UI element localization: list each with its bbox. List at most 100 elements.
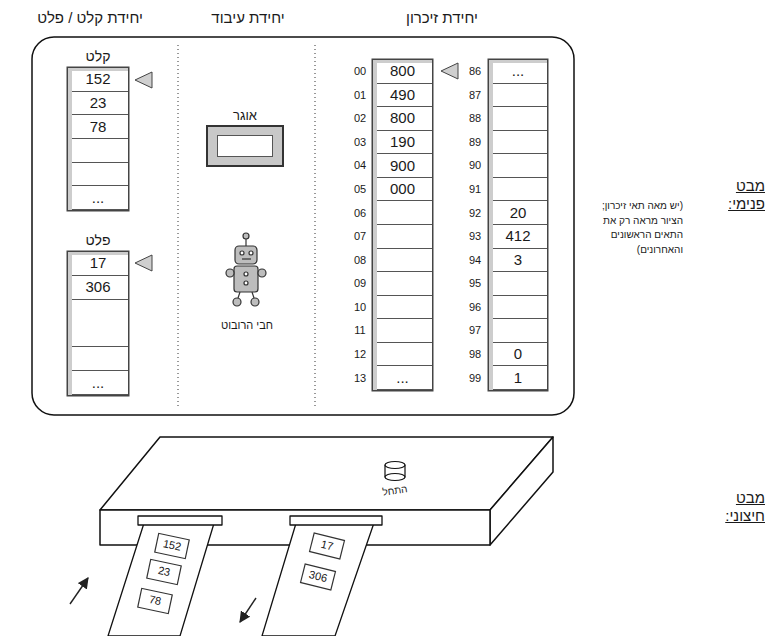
robot-figure — [226, 233, 266, 306]
memory-address: 08 — [348, 254, 372, 267]
cell-value: 1 — [514, 369, 522, 387]
cell-value: 152 — [85, 70, 110, 88]
robot-button — [244, 281, 248, 285]
memory-address: 00 — [348, 65, 372, 78]
memory-address: 93 — [463, 230, 487, 243]
memory-address: 05 — [348, 183, 372, 196]
machine-sketch — [100, 437, 553, 636]
robot-antenna — [245, 239, 246, 246]
cell-value: 152 — [162, 538, 183, 555]
robot-wheel — [251, 298, 259, 306]
memory-address: 99 — [463, 372, 487, 385]
cell-value: 306 — [307, 568, 328, 585]
memory-address: 92 — [463, 207, 487, 220]
cell-value: 20 — [510, 204, 527, 222]
cell-value: 900 — [390, 157, 415, 175]
unit-heading: קלט — [86, 48, 111, 65]
memory-address: 13 — [348, 372, 372, 385]
machine-top — [100, 437, 553, 510]
cell-value: 17 — [90, 254, 107, 272]
robot-mouth — [242, 258, 251, 259]
cell-value: 800 — [390, 109, 415, 127]
start-button-top — [385, 462, 405, 469]
pointer-triangle — [135, 255, 152, 271]
output-tape-column: פלט17306... — [68, 252, 128, 395]
cell-value: ... — [92, 189, 105, 207]
memory-address: 04 — [348, 159, 372, 172]
cell-value: 78 — [90, 118, 107, 136]
robot-arm — [258, 269, 266, 277]
cell-value: ... — [92, 374, 105, 392]
cell-value: ... — [396, 369, 409, 387]
memory-address: 89 — [463, 136, 487, 149]
memory-address: 88 — [463, 112, 487, 125]
pointer-triangle — [135, 72, 152, 88]
robot-body — [234, 266, 258, 292]
memory-address: 10 — [348, 301, 372, 314]
pointer-triangle — [441, 63, 458, 79]
machine-side — [490, 437, 553, 545]
memory-address: 12 — [348, 348, 372, 361]
cell-value: 3 — [514, 251, 522, 269]
cell-value: 412 — [505, 227, 530, 245]
register-box: אוגר — [208, 127, 282, 165]
output-arrow — [240, 598, 256, 622]
memory-address: 87 — [463, 89, 487, 102]
robot-button — [244, 272, 248, 276]
unit-title: יחידת עיבוד — [188, 9, 308, 27]
cell-value: 490 — [390, 86, 415, 104]
unit-heading: אוגר — [233, 108, 257, 124]
register-window — [217, 135, 273, 157]
memory-address: 95 — [463, 277, 487, 290]
cell-value: 23 — [90, 94, 107, 112]
output-tape — [262, 520, 375, 636]
robot-name: חבי הרובוט — [199, 319, 295, 332]
memory-address: 96 — [463, 301, 487, 314]
start-button-base — [385, 474, 405, 481]
robot-arm — [226, 269, 234, 277]
robot-head — [235, 246, 257, 264]
robot-eye — [240, 251, 244, 255]
memory-address: 01 — [348, 89, 372, 102]
tape-slot — [138, 516, 222, 525]
memory-address: 06 — [348, 207, 372, 220]
memory-address: 91 — [463, 183, 487, 196]
cell-value: 306 — [85, 278, 110, 296]
computer-panel — [32, 37, 574, 415]
memory-address: 09 — [348, 277, 372, 290]
memory-address: 90 — [463, 159, 487, 172]
memory-address: 03 — [348, 136, 372, 149]
memory-address: 98 — [463, 348, 487, 361]
cell-value: 78 — [148, 593, 163, 608]
robot-wheel — [233, 298, 241, 306]
memory-address: 11 — [348, 324, 372, 337]
view-title: מבט פנימי: — [711, 177, 765, 213]
memory-address: 86 — [463, 65, 487, 78]
cell-value: 190 — [390, 133, 415, 151]
feed-arrow — [70, 578, 88, 604]
memory-address: 07 — [348, 230, 372, 243]
unit-title: יחידת קלט / פלט — [10, 9, 170, 27]
cell-value: 000 — [390, 180, 415, 198]
memory-address: 02 — [348, 112, 372, 125]
cell-value: 23 — [157, 564, 172, 579]
memory-address: 94 — [463, 254, 487, 267]
unit-divider — [315, 45, 316, 408]
input-tape — [108, 520, 215, 636]
cell-value: 17 — [319, 538, 334, 554]
memory-address: 97 — [463, 324, 487, 337]
memory-column: ... 20 412 3 0 1 — [489, 60, 547, 390]
cell-value: 800 — [390, 62, 415, 80]
robot-eye — [249, 251, 253, 255]
tape-slot — [290, 516, 382, 525]
robot-antenna-tip — [243, 233, 249, 239]
cell-value: ... — [512, 62, 525, 80]
unit-divider — [178, 45, 179, 408]
robot-leg — [252, 292, 254, 298]
robot-leg — [238, 292, 240, 298]
memory-column: 800 490 800 190 900 000... — [373, 60, 432, 390]
memory-note: (יש מאה תאי זיכרון; הציור מראה רק את התא… — [589, 199, 683, 257]
unit-title: יחידת זיכרון — [377, 9, 507, 27]
cell-value: 0 — [514, 345, 522, 363]
unit-heading: פלט — [85, 232, 110, 249]
